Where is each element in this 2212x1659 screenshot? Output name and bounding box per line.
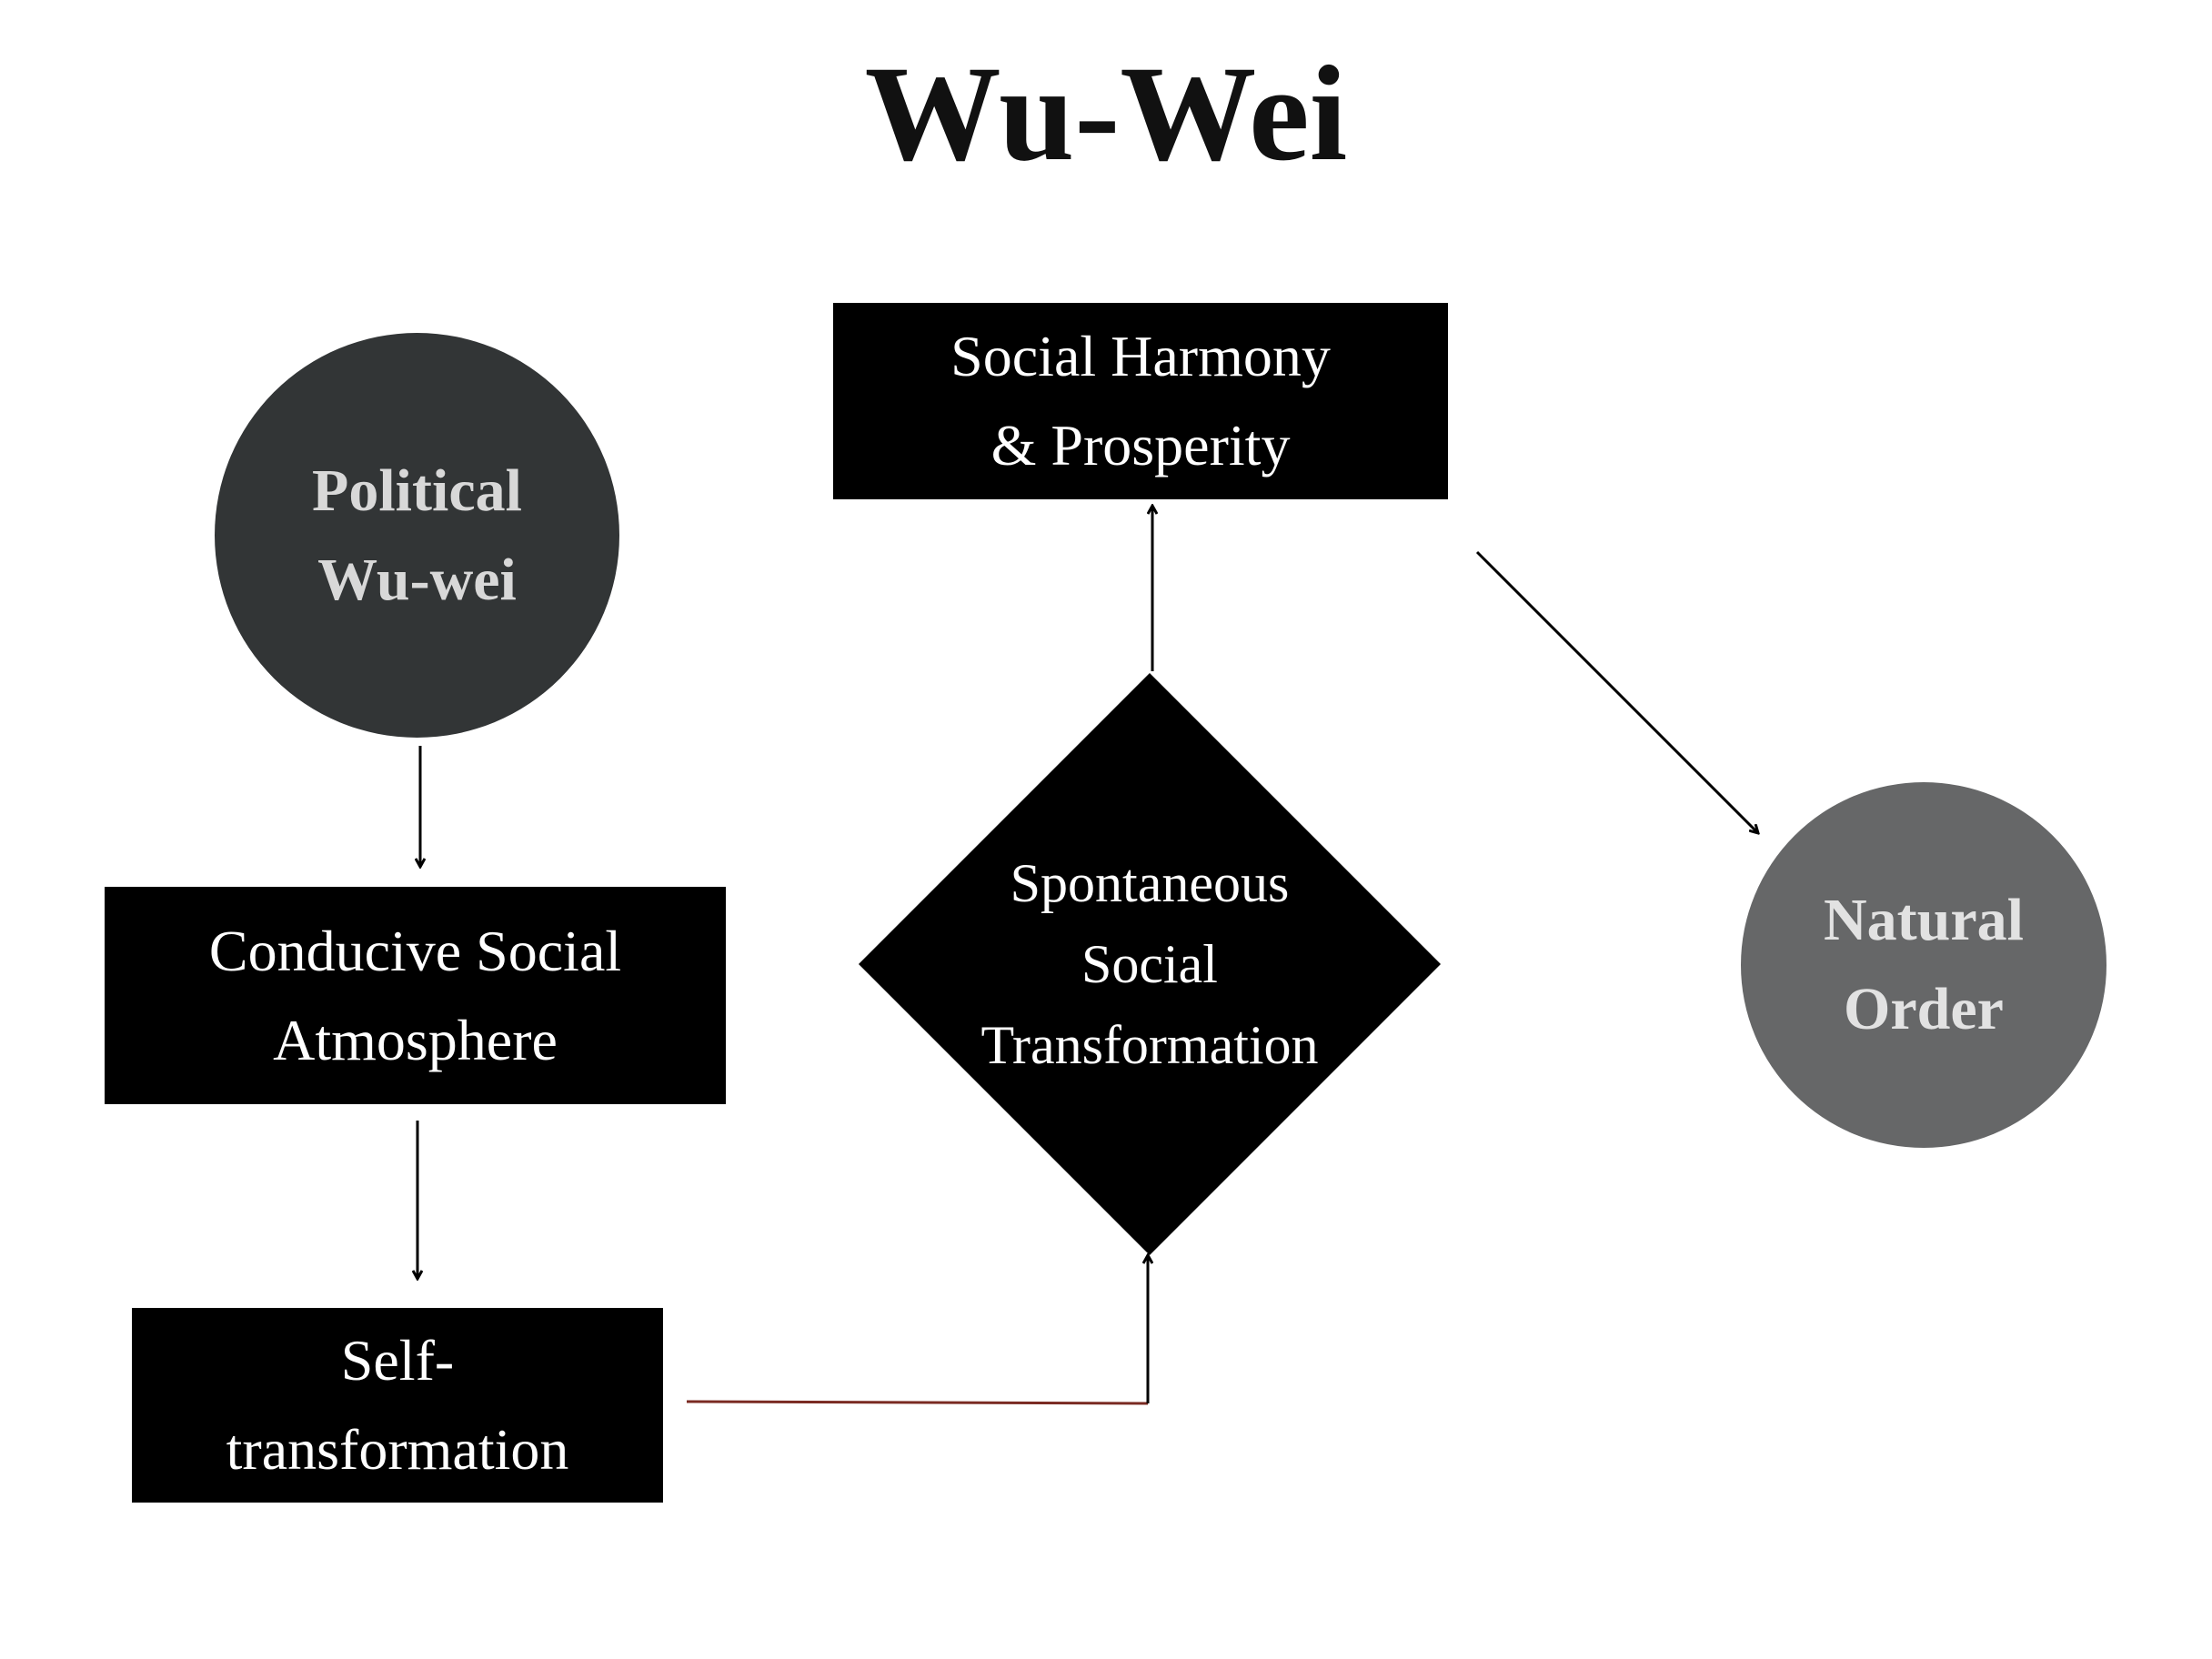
natural-order-node: Natural Order <box>1741 782 2106 1148</box>
political-line-2: Wu-wei <box>317 546 517 613</box>
diagram-title: Wu-Wei <box>864 38 1348 189</box>
conducive-atmosphere-node: Conducive Social Atmosphere <box>105 887 726 1104</box>
conducive-line-1: Conducive Social <box>208 918 622 983</box>
connector-self-to-corner <box>686 1400 1149 1405</box>
harmony-line-1: Social Harmony <box>950 324 1331 388</box>
self-transformation-node: Self- transformation <box>132 1308 663 1503</box>
spontaneous-line-3: Transformation <box>980 1014 1319 1075</box>
natural-line-1: Natural <box>1824 887 2024 953</box>
self-line-1: Self- <box>340 1328 455 1393</box>
conducive-line-2: Atmosphere <box>273 1007 558 1072</box>
harmony-line-2: & Prosperity <box>990 413 1291 478</box>
social-harmony-node: Social Harmony & Prosperity <box>833 303 1448 499</box>
spontaneous-line-1: Spontaneous <box>1010 852 1290 913</box>
spontaneous-diamond <box>859 673 1441 1255</box>
political-line-1: Political <box>312 457 522 524</box>
spontaneous-line-2: Social <box>1081 933 1218 994</box>
natural-line-2: Order <box>1844 976 2004 1042</box>
political-wuwei-node: Political Wu-wei <box>215 333 619 738</box>
spontaneous-transformation-node: Spontaneous Social Transformation <box>940 819 1359 1110</box>
arrow-harmony-to-natural <box>1475 550 1758 833</box>
self-line-2: transformation <box>226 1417 569 1482</box>
